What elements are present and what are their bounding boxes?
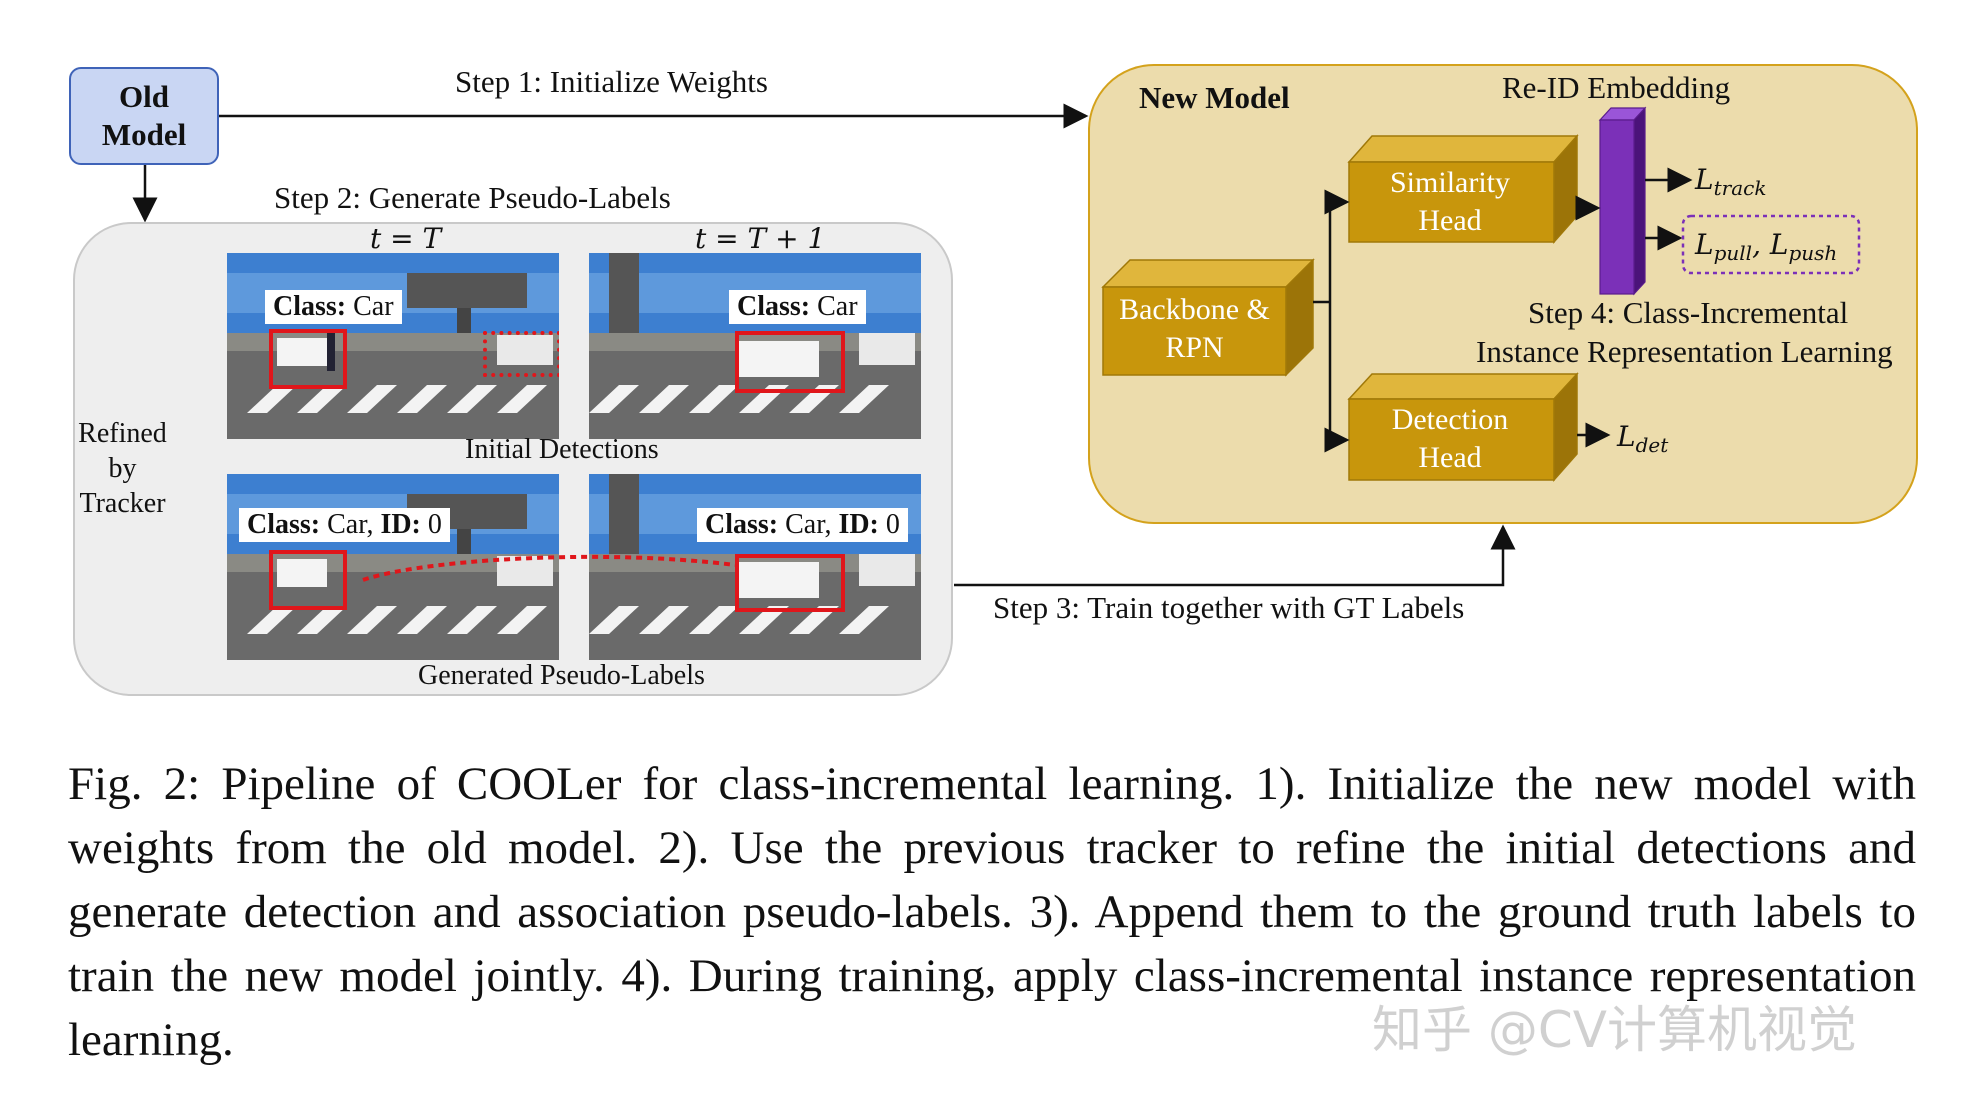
step3-label: Step 3: Train together with GT Labels — [993, 590, 1465, 625]
backbone-block — [1101, 258, 1315, 377]
id-value: 0 — [885, 509, 900, 540]
class-value: Car — [817, 291, 858, 322]
figure-caption: Fig. 2: Pipeline of COOLer for class-inc… — [68, 758, 1916, 1066]
reid-embedding-label: Re-ID Embedding — [1502, 70, 1731, 105]
old-model-box: Old Model — [69, 67, 219, 165]
class-key: Class: — [273, 291, 347, 322]
id-value: 0 — [427, 509, 442, 540]
id-key: ID: — [838, 509, 879, 540]
class-key: Class: — [705, 509, 779, 540]
step1-label: Step 1: Initialize Weights — [455, 64, 768, 99]
class-value: Car — [353, 291, 394, 322]
id-key: ID: — [380, 509, 421, 540]
class-value: Car — [327, 509, 367, 540]
new-model-title: New Model — [1139, 80, 1290, 115]
time-t-label: t = T — [370, 222, 442, 255]
loss-track: Ltrack — [1695, 163, 1767, 200]
initial-detections-label: Initial Detections — [465, 434, 659, 465]
class-id-tag-t1: Class: Car, ID: 0 — [697, 508, 908, 542]
old-model-label: Old Model — [101, 79, 187, 152]
similarity-block — [1347, 134, 1579, 244]
det-box-t1 — [735, 331, 845, 393]
track-box-t1 — [735, 554, 845, 612]
frame-initial-t1: Class: Car — [589, 253, 921, 439]
det-box-t — [269, 329, 347, 389]
loss-det: Ldet — [1617, 420, 1669, 457]
class-value: Car — [785, 509, 825, 540]
class-id-tag-t: Class: Car, ID: 0 — [239, 508, 450, 542]
step4-line2: Instance Representation Learning — [1476, 334, 1893, 369]
refined-by-tracker-label: Refined by Tracker — [78, 418, 167, 519]
class-key: Class: — [737, 291, 811, 322]
backbone-label: Backbone & RPN — [1119, 293, 1270, 364]
frame-pseudo-t: Class: Car, ID: 0 — [227, 474, 559, 660]
frame-initial-t: Class: Car — [227, 253, 559, 439]
watermark: 知乎 @CV计算机视觉 — [1372, 1001, 1858, 1059]
step4-line1: Step 4: Class-Incremental — [1528, 295, 1849, 330]
detection-label: Detection Head — [1391, 403, 1509, 474]
class-tag-initial-t: Class: Car — [265, 290, 402, 324]
detection-block — [1347, 372, 1579, 482]
similarity-label: Similarity Head — [1390, 166, 1510, 237]
time-t1-label: t = T + 1 — [695, 222, 826, 255]
class-tag-initial-t1: Class: Car — [729, 290, 866, 324]
track-box-t — [269, 550, 347, 610]
embedding-bar — [1598, 106, 1647, 296]
generated-pseudo-labels-label: Generated Pseudo-Labels — [418, 660, 705, 691]
det-box-missed — [483, 331, 559, 377]
frame-pseudo-t1: Class: Car, ID: 0 — [589, 474, 921, 660]
step2-label: Step 2: Generate Pseudo-Labels — [274, 180, 671, 215]
class-key: Class: — [247, 509, 321, 540]
loss-pull-push: Lpull, Lpush — [1695, 228, 1838, 265]
step3-arrow — [954, 524, 1516, 587]
